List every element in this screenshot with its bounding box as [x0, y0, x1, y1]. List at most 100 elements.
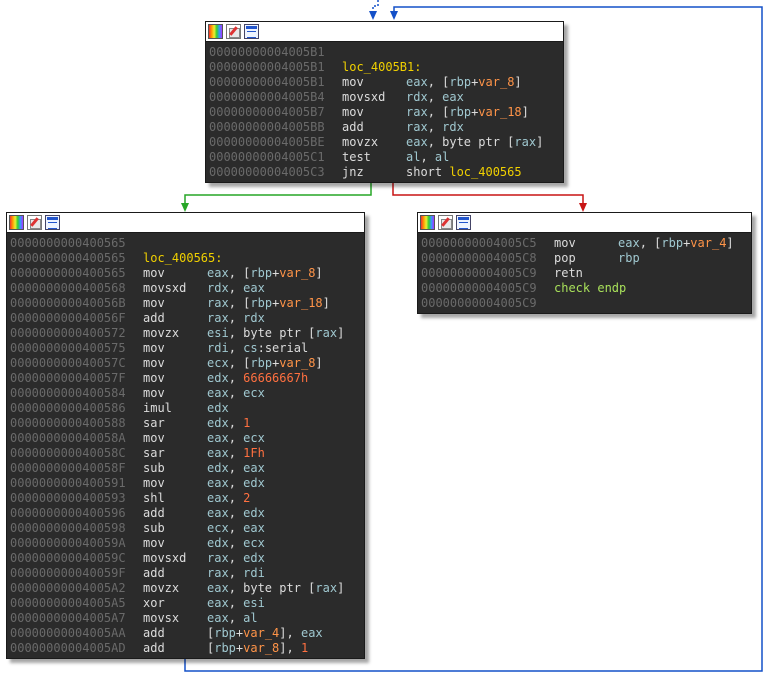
register[interactable]: eax	[207, 446, 229, 460]
register[interactable]: eax	[618, 236, 640, 250]
register[interactable]: rdx	[442, 120, 464, 134]
register[interactable]: eax	[243, 461, 265, 475]
register[interactable]: rbp	[449, 75, 472, 89]
stack-variable[interactable]: var_8	[243, 641, 280, 655]
register[interactable]: ecx	[207, 356, 229, 370]
register[interactable]: eax	[243, 281, 265, 295]
register[interactable]: rax	[406, 120, 428, 134]
register[interactable]: rax	[514, 135, 537, 149]
register[interactable]: ecx	[243, 386, 265, 400]
stack-variable[interactable]: var_4	[690, 236, 727, 250]
register[interactable]: rdi	[207, 341, 229, 355]
register[interactable]: edx	[207, 536, 229, 550]
register[interactable]: esi	[207, 326, 229, 340]
stack-variable[interactable]: var_8	[478, 75, 515, 89]
color-palette-icon[interactable]	[208, 24, 223, 39]
rename-edit-icon[interactable]	[226, 24, 241, 39]
stack-variable[interactable]: var_4	[243, 626, 280, 640]
register[interactable]: edx	[243, 551, 265, 565]
register[interactable]: rdx	[243, 311, 265, 325]
register[interactable]: ecx	[243, 431, 265, 445]
register[interactable]: rbp	[618, 251, 640, 265]
register[interactable]: rdi	[243, 566, 265, 580]
register[interactable]: eax	[207, 611, 229, 625]
register[interactable]: rax	[406, 105, 428, 119]
stack-variable[interactable]: var_8	[279, 356, 316, 370]
register[interactable]: rbp	[250, 356, 273, 370]
register[interactable]: eax	[207, 386, 229, 400]
register[interactable]: edx	[207, 371, 229, 385]
register[interactable]: edx	[243, 476, 265, 490]
color-palette-icon[interactable]	[420, 215, 435, 230]
register[interactable]: eax	[207, 581, 229, 595]
code-label[interactable]: loc_4005B1:	[342, 60, 422, 74]
register[interactable]: rax	[315, 326, 338, 340]
register[interactable]: eax	[406, 75, 428, 89]
register[interactable]: rax	[207, 566, 229, 580]
register[interactable]: ecx	[243, 536, 265, 550]
graph-overview-icon[interactable]	[244, 24, 259, 39]
asm-line[interactable]: 00000000004005C9	[421, 296, 748, 311]
asm-line[interactable]: 0000000000400565	[10, 236, 361, 251]
rename-edit-icon[interactable]	[438, 215, 453, 230]
register[interactable]: rax	[207, 311, 229, 325]
register[interactable]: eax	[243, 521, 265, 535]
register[interactable]: edx	[207, 401, 229, 415]
code-label[interactable]: loc_400565:	[143, 251, 223, 265]
register[interactable]: rdx	[207, 281, 229, 295]
asm-line[interactable]: 00000000004005B1	[209, 45, 560, 60]
register[interactable]: eax	[207, 506, 229, 520]
graph-overview-icon[interactable]	[456, 215, 471, 230]
register[interactable]: eax	[207, 266, 229, 280]
register[interactable]: rbp	[214, 641, 236, 655]
register[interactable]: eax	[207, 431, 229, 445]
register[interactable]: edx	[243, 506, 265, 520]
register[interactable]: rax	[207, 296, 229, 310]
stack-variable[interactable]: var_18	[478, 105, 522, 119]
register[interactable]: esi	[243, 596, 265, 610]
register[interactable]: rbp	[661, 236, 684, 250]
register[interactable]: rbp	[250, 266, 273, 280]
register[interactable]: edx	[207, 461, 229, 475]
jump-target[interactable]: loc_400565	[449, 165, 522, 179]
stack-variable[interactable]: var_18	[279, 296, 323, 310]
register[interactable]: eax	[442, 90, 464, 104]
register[interactable]: rbp	[449, 105, 472, 119]
register[interactable]: eax	[207, 476, 229, 490]
register[interactable]: eax	[207, 491, 229, 505]
color-palette-icon[interactable]	[9, 215, 24, 230]
register[interactable]: eax	[207, 596, 229, 610]
register[interactable]: rax	[207, 551, 229, 565]
